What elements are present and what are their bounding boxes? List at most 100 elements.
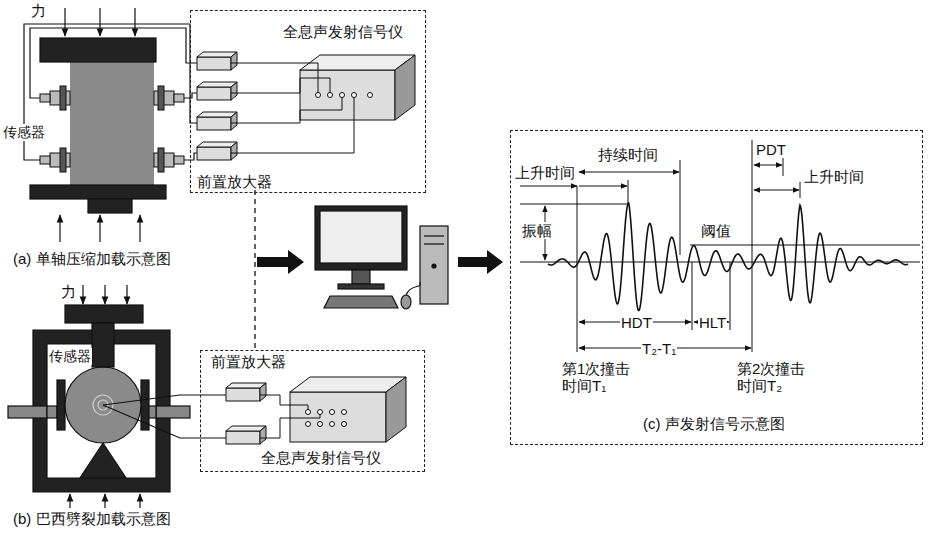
signal-annotation-part xyxy=(579,186,627,187)
computer-part xyxy=(424,243,444,244)
signal-instrument-part xyxy=(328,93,333,98)
sensor-clamp-part xyxy=(174,94,184,102)
dashed-panel: 全息声发射信号仪前置放大器 xyxy=(190,10,426,193)
signal-instrument-part xyxy=(306,410,311,415)
flow-arrow-part xyxy=(458,250,503,274)
waveform xyxy=(548,202,908,310)
preamplifier-part xyxy=(197,142,237,147)
threshold-label: 阈值 xyxy=(700,222,732,239)
computer-part xyxy=(324,296,398,308)
computer-part xyxy=(338,284,384,289)
preamplifier-part xyxy=(260,383,266,401)
signal-annotation-part xyxy=(800,182,801,198)
compression-rig-part xyxy=(88,199,132,213)
signal-instrument-part xyxy=(306,422,311,427)
signal-instrument-part xyxy=(316,93,321,98)
time-label: 上升时间 xyxy=(514,164,576,181)
panel-caption: (a) 单轴压缩加载示意图 xyxy=(12,250,172,267)
signal-annotation-part xyxy=(577,186,578,352)
preamplifier-part xyxy=(197,82,237,87)
signal-instrument-part xyxy=(330,410,335,415)
signal-instrument-part xyxy=(352,93,357,98)
hit-time-label: 第1次撞击 时间T₁ xyxy=(561,360,641,394)
splitting-rig xyxy=(8,285,226,508)
splitting-rig-part xyxy=(104,494,105,508)
time-label: HLT xyxy=(698,314,727,331)
force-label: 力 xyxy=(60,283,77,300)
dashed-panel: 前置放大器全息声发射信号仪 xyxy=(200,350,425,472)
computer-part xyxy=(315,206,407,270)
compression-rig-part xyxy=(40,38,156,62)
computer-part xyxy=(420,226,448,304)
preamplifier-part xyxy=(197,112,237,117)
signal-annotation-part xyxy=(680,160,681,255)
preamp-label: 前置放大器 xyxy=(197,173,272,190)
signal-annotation-part xyxy=(754,165,782,166)
compression-rig-part xyxy=(134,8,135,36)
signal-instrument-part xyxy=(231,63,354,153)
preamplifier-part xyxy=(226,383,266,388)
time-label: T₂-T₁ xyxy=(641,340,677,357)
computer-part xyxy=(432,264,436,268)
preamplifier-part xyxy=(197,147,231,160)
time-label: PDT xyxy=(755,141,787,158)
preamplifier-part xyxy=(226,431,260,444)
amplitude-label: 振幅 xyxy=(521,222,553,239)
preamplifier-part xyxy=(197,52,237,57)
panel-caption: (b) 巴西劈裂加载示意图 xyxy=(12,510,172,527)
signal-instrument-part xyxy=(368,93,373,98)
splitting-rig-part xyxy=(57,380,65,430)
signal-annotation-part xyxy=(690,245,920,246)
force-label: 力 xyxy=(30,2,47,19)
signal-instrument xyxy=(260,377,406,442)
computer-part xyxy=(424,235,444,236)
sensor-clamp-part xyxy=(158,86,164,110)
signal-instrument-part-part xyxy=(231,97,342,123)
signal-instrument-part xyxy=(386,377,406,442)
splitting-rig-part xyxy=(69,494,70,508)
sensor-clamp-part xyxy=(60,148,66,172)
splitting-rig-part xyxy=(104,285,105,304)
splitting-rig-part xyxy=(82,285,83,304)
splitting-rig-part xyxy=(103,395,226,438)
flow-arrow-part xyxy=(254,190,255,350)
signal-annotation-part xyxy=(752,140,753,352)
signal-instrument-part-part xyxy=(231,97,354,153)
signal-instrument-part xyxy=(318,422,323,427)
preamplifier-part xyxy=(226,388,260,401)
preamplifier-part xyxy=(231,112,237,130)
splitting-rig-part xyxy=(80,443,126,478)
flow-arrow-part xyxy=(257,250,304,274)
preamplifier-part xyxy=(197,87,231,100)
preamp-label: 前置放大器 xyxy=(211,353,286,370)
splitting-rig-part xyxy=(126,285,127,304)
sensor-clamp-part xyxy=(158,148,164,172)
signal-instrument-part xyxy=(395,55,415,120)
preamplifier-part xyxy=(197,57,231,70)
signal-annotation-part xyxy=(520,186,577,187)
signal-instrument-part xyxy=(260,395,320,438)
panel-caption: (c) 声发射信号示意图 xyxy=(643,415,785,432)
signal-instrument xyxy=(231,55,415,153)
splitting-rig-part xyxy=(92,323,114,367)
compression-rig-part xyxy=(59,215,60,242)
preamplifier-part xyxy=(231,82,237,100)
preamplifier-part xyxy=(226,426,266,431)
signal-instrument-part xyxy=(340,93,345,98)
compression-rig-part xyxy=(30,185,166,199)
compression-rig-part xyxy=(24,24,197,160)
signal-instrument-part-part xyxy=(231,78,330,93)
signal-annotation-part xyxy=(692,262,693,330)
time-label: 持续时间 xyxy=(597,146,659,163)
computer-part xyxy=(320,211,402,263)
signal-annotation-part xyxy=(754,190,799,191)
preamplifier-part xyxy=(231,142,237,160)
signal-annotation-part xyxy=(628,180,629,204)
sensor-clamp-part xyxy=(60,86,66,110)
compression-rig-part xyxy=(64,8,65,36)
sensor-label: 传感器 xyxy=(48,348,92,365)
preamplifier xyxy=(197,52,237,160)
instrument-label: 全息声发射信号仪 xyxy=(283,23,403,40)
splitting-rig-part xyxy=(139,494,140,508)
